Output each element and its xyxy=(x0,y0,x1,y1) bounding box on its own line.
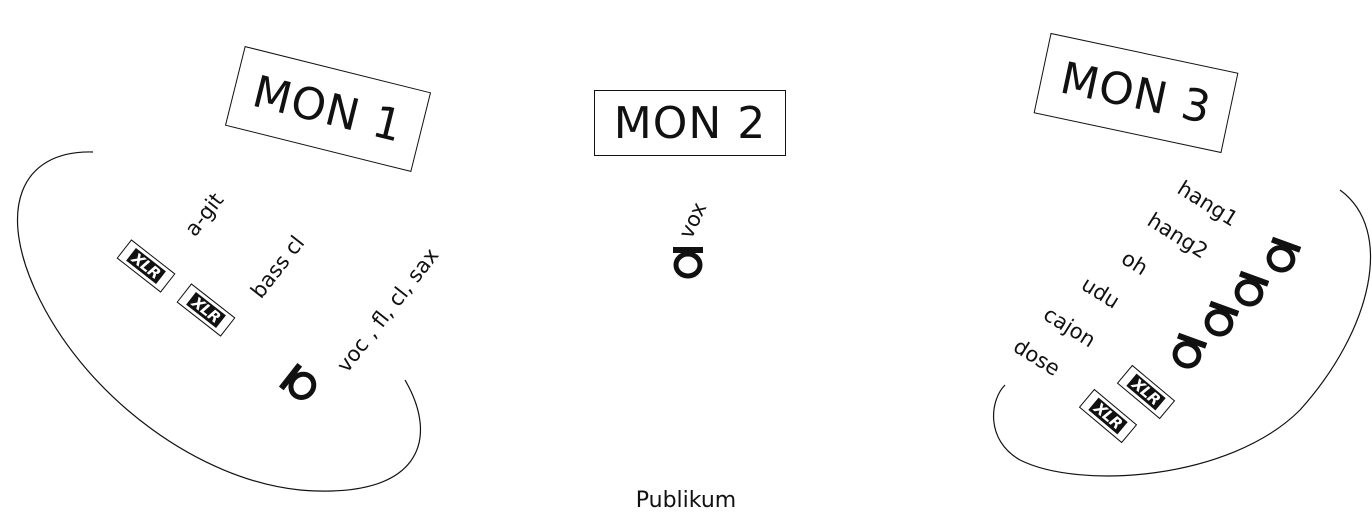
microphone-icon xyxy=(1204,300,1240,337)
mon3-label: MON 3 xyxy=(1056,52,1216,134)
mon1-area-outline xyxy=(17,151,421,492)
microphone-icon xyxy=(1172,332,1208,369)
audience-label: Publikum xyxy=(635,488,737,513)
mon2-label: MON 2 xyxy=(613,97,767,149)
mon2-box: MON 2 xyxy=(594,90,786,156)
microphone-icon xyxy=(1234,270,1270,307)
microphone-icon xyxy=(1266,236,1302,273)
mon3-area-outline xyxy=(992,189,1371,477)
microphone-icon xyxy=(673,247,703,279)
microphone-icon xyxy=(278,362,317,400)
